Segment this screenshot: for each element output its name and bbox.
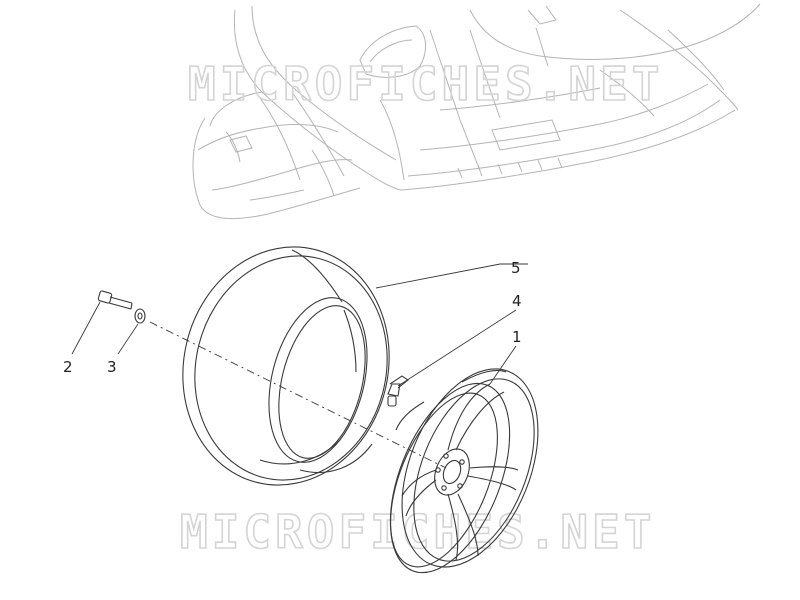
callout-3: 3 [107,358,117,376]
tyre-part-5 [182,246,390,486]
leader-lines [71,263,528,387]
valve-part-4 [387,375,409,407]
watermark-bottom: MICROFICHES.NET [180,505,655,559]
callout-1: 1 [512,328,522,346]
washer-part-3 [134,308,146,324]
bolt-part-2 [97,290,133,310]
callout-2: 2 [63,358,73,376]
callout-4: 4 [512,292,522,310]
callout-5: 5 [511,259,521,277]
watermark-top: MICROFICHES.NET [188,57,663,111]
axle-centerline [149,321,447,469]
scooter-body-outline [192,3,761,220]
wheel-rim-part-1 [389,368,539,574]
